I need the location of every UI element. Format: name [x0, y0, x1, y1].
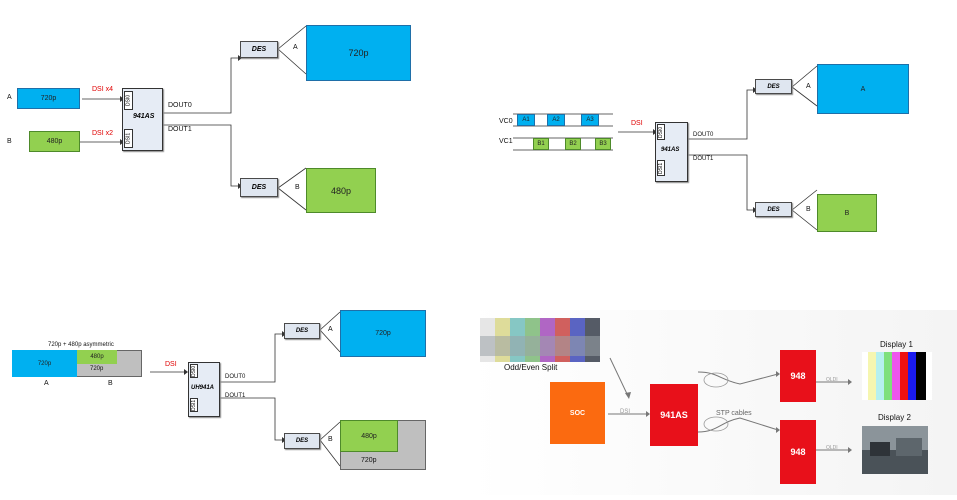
- panel-odd-even-split: Odd/Even Split SOC DSI 941AS STP cables …: [470, 310, 957, 495]
- chip-label: 941AS: [133, 113, 155, 120]
- panel-asymmetric: 720p + 480p asymmetric 720p 480p 720p A …: [0, 300, 450, 500]
- port-dsi1: DSI1: [190, 398, 198, 412]
- deserializer-a: DES: [284, 323, 320, 339]
- oldi-label-bottom: OLDI: [826, 445, 838, 451]
- dsi-x2-label: DSI x2: [92, 130, 114, 137]
- output-b-label: B: [806, 206, 811, 213]
- chip-label: UH941A: [191, 385, 215, 391]
- dout1-label: DOUT1: [693, 156, 714, 162]
- display-1-image: [862, 352, 932, 400]
- deserializer-948-bottom: 948: [780, 420, 816, 484]
- display-480p-region: 480p: [340, 420, 398, 452]
- panel-virtual-channel: VC0 VC1 A1 A2 A3 B1 B2 B3 DSI 941AS DSI0…: [455, 44, 957, 240]
- input-480p-region: 480p: [77, 350, 117, 364]
- split-image: [480, 318, 600, 362]
- dout0-label: DOUT0: [225, 374, 246, 380]
- deserializer-b: DES: [240, 178, 278, 197]
- frame-b1: B1: [533, 138, 549, 150]
- oldi-label-top: OLDI: [826, 377, 838, 383]
- frame-a3: A3: [581, 114, 599, 126]
- output-a-label: A: [293, 44, 298, 51]
- display-b: B: [817, 194, 877, 232]
- dsi-label: DSI: [631, 120, 643, 127]
- input-480p-box: 480p: [29, 131, 80, 152]
- deserializer-b: DES: [284, 433, 320, 449]
- input-720p-box: 720p: [17, 88, 80, 109]
- input-720p-region: 720p: [12, 350, 77, 377]
- serializer-941as: 941AS: [650, 384, 698, 446]
- output-b-label: B: [295, 184, 300, 191]
- vc1-label: VC1: [499, 138, 513, 145]
- frame-a2: A2: [547, 114, 565, 126]
- panel-symmetric-dual: A B 720p 480p DSI x4 DSI x2 941AS DSI0 D…: [0, 0, 450, 240]
- label-a: A: [44, 380, 49, 387]
- input-a-label: A: [7, 94, 12, 101]
- output-b-label: B: [328, 436, 333, 443]
- vc0-label: VC0: [499, 118, 513, 125]
- display-720p-b-label: 720p: [361, 457, 377, 464]
- port-dsi0: DSI0: [190, 364, 198, 378]
- port-dsi1: DSI1: [124, 129, 133, 148]
- display-2-image: [862, 426, 928, 474]
- dout1-label: DOUT1: [168, 126, 192, 133]
- deserializer-b: DES: [755, 202, 792, 217]
- display-480p: 480p: [306, 168, 376, 213]
- port-dsi0: DSI0: [657, 124, 665, 140]
- stp-cables-label: STP cables: [716, 410, 752, 417]
- input-720p-b-label: 720p: [90, 366, 104, 372]
- output-a-label: A: [328, 326, 333, 333]
- panel3-connectors: [150, 311, 341, 467]
- dsi-x4-label: DSI x4: [92, 86, 114, 93]
- frame-a1: A1: [517, 114, 535, 126]
- display-2-label: Display 2: [878, 413, 911, 422]
- panel4-connectors: [470, 310, 957, 495]
- frame-b2: B2: [565, 138, 581, 150]
- output-a-label: A: [806, 83, 811, 90]
- deserializer-948-top: 948: [780, 350, 816, 402]
- deserializer-a: DES: [240, 41, 278, 58]
- display-a: A: [817, 64, 909, 114]
- dsi-label: DSI: [165, 361, 177, 368]
- input-b-label: B: [7, 138, 12, 145]
- port-dsi1: DSI1: [657, 160, 665, 176]
- dout0-label: DOUT0: [693, 132, 714, 138]
- split-caption: Odd/Even Split: [504, 363, 558, 372]
- deserializer-a: DES: [755, 79, 792, 94]
- display-720p: 720p: [306, 25, 411, 81]
- soc-block: SOC: [550, 382, 605, 444]
- label-b: B: [108, 380, 113, 387]
- display-720p: 720p: [340, 310, 426, 357]
- dout1-label: DOUT1: [225, 393, 246, 399]
- display-1-label: Display 1: [880, 340, 913, 349]
- dsi-label: DSI: [620, 409, 631, 415]
- frame-b3: B3: [595, 138, 611, 150]
- chip-label: 941AS: [661, 147, 680, 153]
- asymmetric-caption: 720p + 480p asymmetric: [48, 342, 114, 348]
- port-dsi0: DSI0: [124, 91, 133, 110]
- dout0-label: DOUT0: [168, 102, 192, 109]
